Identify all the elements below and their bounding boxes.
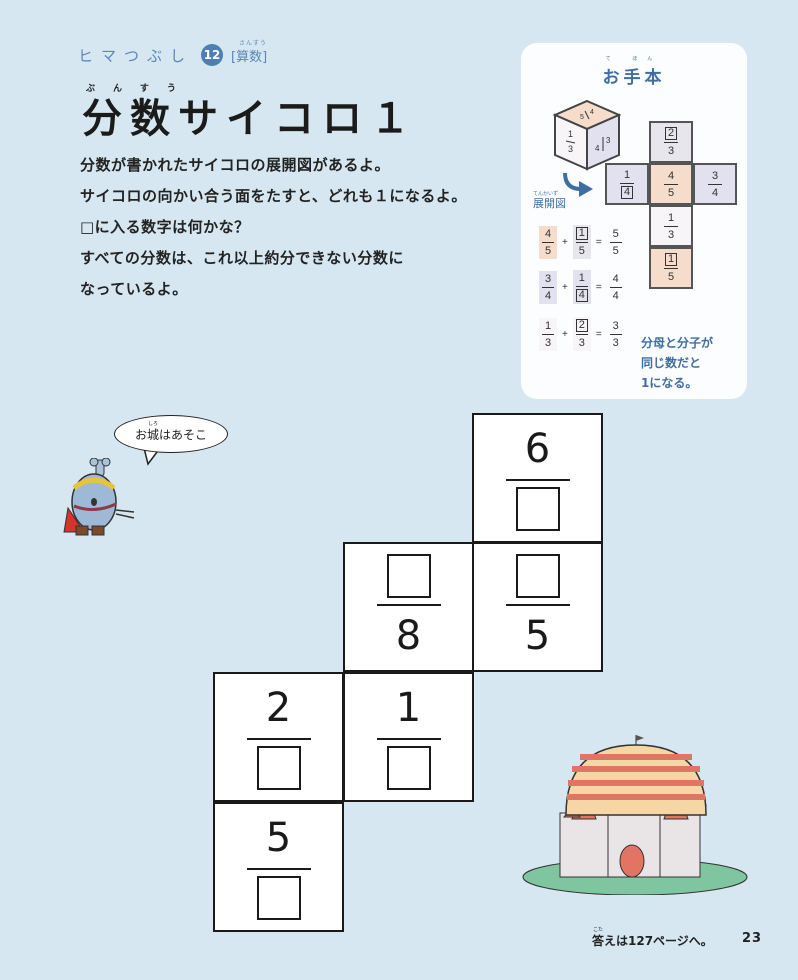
- example-note: 分母と分子が 同じ数だと 1になる。: [641, 336, 714, 390]
- header: ヒマつぶし 12 さんすう [算数]: [78, 40, 268, 66]
- puzzle-number-badge: 12: [201, 44, 224, 66]
- answer-note: 答えは127ページへ。: [592, 934, 713, 948]
- speech-ruby: しろ: [148, 421, 159, 427]
- page-number: 23: [742, 931, 763, 946]
- svg-text:4: 4: [595, 144, 600, 153]
- svg-text:3: 3: [568, 144, 573, 154]
- instruction-line: 分数が書かれたサイコロの展開図があるよ。: [80, 156, 391, 174]
- page-title: 分数サイコロ１: [82, 96, 418, 142]
- puzzle-cell: 8: [343, 542, 474, 672]
- footer-ruby: こた: [593, 927, 604, 933]
- svg-text:3: 3: [606, 136, 611, 145]
- example-title: お手本: [602, 68, 666, 88]
- speech-bubble: お城はあそこ: [114, 415, 228, 453]
- instructions: 分数が書かれたサイコロの展開図があるよ。 サイコロの向かい合う面をたすと、どれも…: [80, 150, 500, 305]
- cube-icon: 1 3 4 3 5 4: [553, 99, 621, 171]
- puzzle-cell-top: 6: [472, 413, 603, 543]
- puzzle-cell: 1: [343, 672, 474, 802]
- instruction-line: サイコロの向かい合う面をたすと、どれも１になるよ。: [80, 187, 467, 205]
- title-ruby: ぶんすう: [86, 84, 194, 94]
- answer-box[interactable]: [386, 746, 431, 790]
- puzzle-cell: 5: [472, 542, 603, 672]
- subject-label: さんすう [算数]: [231, 40, 268, 65]
- svg-text:5: 5: [580, 114, 584, 121]
- answer-box[interactable]: [386, 554, 431, 598]
- castle-illustration-icon: [522, 735, 748, 895]
- net-label-ruby: てんかいず: [533, 191, 559, 197]
- subject-ruby: さんすう: [239, 39, 267, 47]
- example-title-ruby: て ほん: [605, 56, 663, 62]
- svg-text:4: 4: [590, 109, 594, 116]
- mascot-character-icon: [63, 458, 135, 536]
- puzzle-cell: 2: [213, 672, 344, 802]
- instruction-line: すべての分数は、これ以上約分できない分数に: [80, 249, 404, 267]
- instruction-line: □に入る数字は何かな？: [80, 218, 250, 236]
- answer-box[interactable]: [256, 876, 301, 920]
- svg-text:1: 1: [568, 129, 573, 139]
- net-label: 展開図: [533, 197, 566, 210]
- answer-box[interactable]: [256, 746, 301, 790]
- arrow-icon: [563, 172, 593, 197]
- series-label: ヒマつぶし: [78, 46, 194, 65]
- instruction-line: なっているよ。: [80, 280, 188, 298]
- answer-box[interactable]: [515, 554, 560, 598]
- answer-box[interactable]: [515, 487, 560, 531]
- subject-text: [算数]: [231, 49, 268, 65]
- puzzle-cell: 5: [213, 802, 344, 932]
